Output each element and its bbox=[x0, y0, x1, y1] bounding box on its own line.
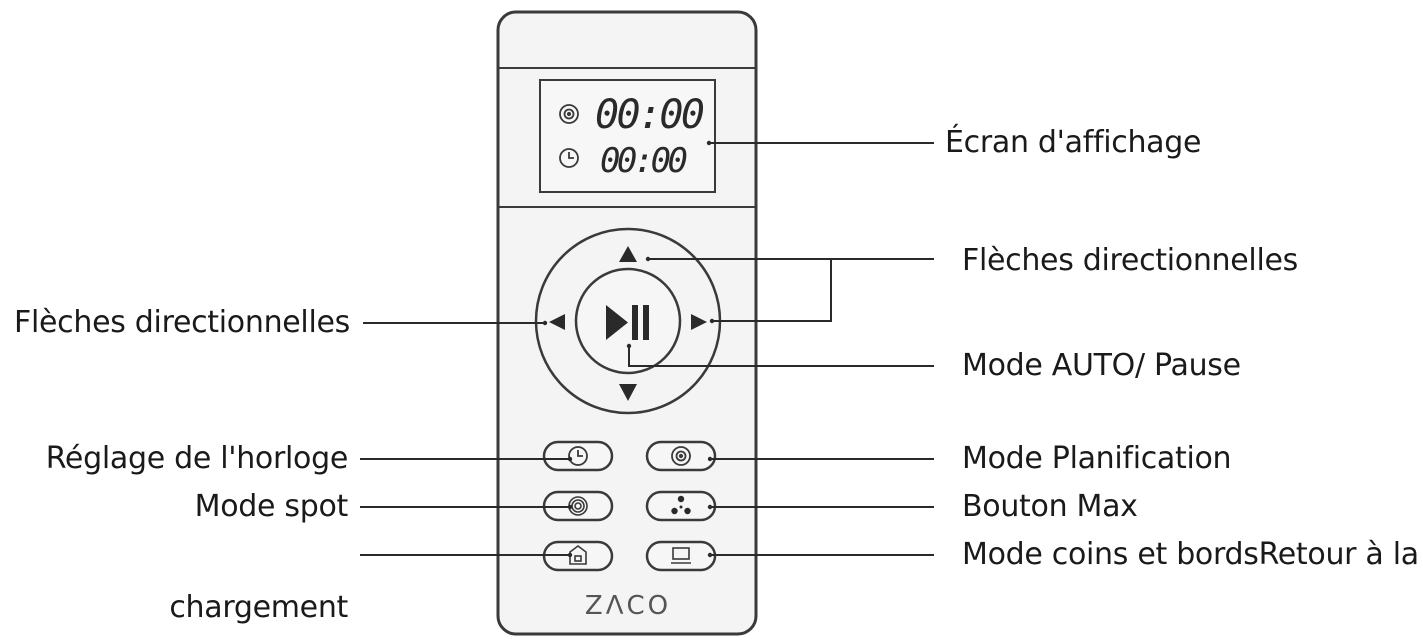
label-schedule-mode: Mode Planification bbox=[962, 441, 1232, 476]
home-icon bbox=[569, 545, 587, 565]
label-display-screen: Écran d'affichage bbox=[945, 125, 1202, 160]
label-edges-return: Mode coins et bordsRetour à la bbox=[962, 537, 1419, 572]
label-arrows-left: Flèches directionnelles bbox=[14, 305, 350, 340]
label-max-button: Bouton Max bbox=[962, 489, 1138, 524]
edges-button[interactable] bbox=[645, 540, 717, 572]
arrow-up-icon[interactable] bbox=[619, 246, 637, 262]
fan-icon bbox=[671, 495, 691, 515]
arrow-left-icon[interactable] bbox=[549, 314, 565, 330]
play-pause-button[interactable] bbox=[574, 267, 682, 375]
label-clock-setting: Réglage de l'horloge bbox=[45, 441, 349, 476]
display-time-top: 00:00 bbox=[595, 92, 705, 138]
play-pause-icon bbox=[606, 305, 649, 340]
arrow-down-icon[interactable] bbox=[619, 384, 637, 401]
clock-icon bbox=[568, 446, 588, 466]
label-spot-mode: Mode spot bbox=[194, 489, 349, 524]
brand-logo: ZΛCO bbox=[585, 591, 671, 621]
label-arrows-right: Flèches directionnelles bbox=[962, 243, 1298, 278]
arrow-right-icon[interactable] bbox=[691, 314, 707, 330]
display-time-bottom: 00:00 bbox=[600, 141, 688, 181]
leader-lines bbox=[360, 142, 934, 556]
display-screen bbox=[539, 79, 716, 193]
edge-icon bbox=[671, 547, 691, 564]
target-icon bbox=[559, 104, 579, 124]
label-charging: chargement bbox=[169, 590, 348, 625]
clock-icon bbox=[559, 148, 579, 168]
leader-arrows-right-b bbox=[712, 259, 832, 322]
leader-dots bbox=[542, 140, 715, 558]
target-icon bbox=[671, 446, 691, 466]
label-auto-pause: Mode AUTO/ Pause bbox=[962, 348, 1241, 383]
leader-auto-pause bbox=[628, 346, 934, 367]
